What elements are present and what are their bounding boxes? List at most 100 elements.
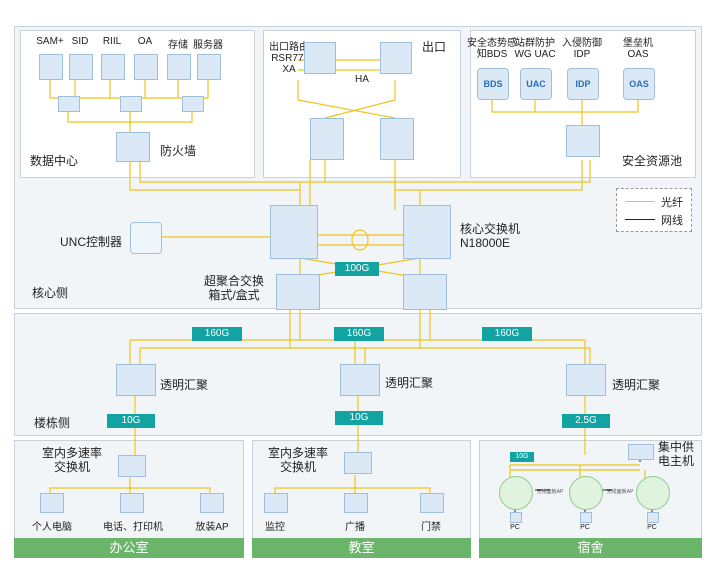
server-icon xyxy=(167,54,191,80)
core-switch-line: 核心交换机 xyxy=(460,222,521,236)
egress-router-line: 出口路由 xyxy=(269,42,309,53)
dorm-ap-icon xyxy=(636,476,670,510)
uplink-badge: 160G xyxy=(192,327,242,341)
security-appliance-icon: OAS xyxy=(623,68,655,100)
server-icon xyxy=(197,54,221,80)
ap-icon xyxy=(200,493,224,513)
access-control-icon xyxy=(420,493,444,513)
security-item-line: WG UAC xyxy=(514,49,556,60)
security-item-line: OAS xyxy=(627,49,649,60)
security-item-line: IDP xyxy=(573,49,591,60)
dorm-pc-icon xyxy=(647,512,659,523)
aggregation-label: 超聚合交换 箱式/盒式 xyxy=(204,274,264,302)
dorm-ap-icon xyxy=(569,476,603,510)
server-label: OA xyxy=(137,36,153,47)
downlink-badge: 10G xyxy=(107,414,155,428)
data-center-title: 数据中心 xyxy=(30,154,79,168)
unc-label: UNC控制器 xyxy=(60,235,122,249)
server-label: 服务器 xyxy=(193,40,223,51)
server-icon xyxy=(39,54,63,80)
dorm-ap-icon xyxy=(499,476,533,510)
ha-label: HA xyxy=(355,74,369,85)
server-icon xyxy=(101,54,125,80)
dorm-ap-label: 无线面板AP xyxy=(606,489,634,495)
broadcast-icon xyxy=(344,493,368,513)
security-item-line: 入侵防御 xyxy=(562,38,602,49)
legend-fiber-swatch xyxy=(625,201,655,202)
dorm-pc-icon xyxy=(510,512,522,523)
egress-router-label: 出口路由 RSR77- XA xyxy=(269,42,309,75)
aggregation-line: 箱式/盒式 xyxy=(208,288,260,302)
egress-router-line: XA xyxy=(282,64,296,75)
power-host-line: 集中供 xyxy=(658,440,695,454)
transparent-agg-icon xyxy=(566,364,606,396)
class-switch-icon xyxy=(344,452,372,474)
security-pool-title: 安全资源池 xyxy=(622,154,683,168)
server-label: SID xyxy=(71,36,89,47)
office-switch-line: 交换机 xyxy=(53,460,91,474)
downlink-badge: 2.5G xyxy=(562,414,610,428)
aggregation-switch-icon xyxy=(276,274,320,310)
office-switch-label: 室内多速率 交换机 xyxy=(42,446,102,474)
power-host-line: 电主机 xyxy=(658,454,695,468)
class-switch-line: 室内多速率 xyxy=(267,446,329,460)
pc-icon xyxy=(40,493,64,513)
switch-icon xyxy=(566,125,600,157)
office-switch-icon xyxy=(118,455,146,477)
dorm-pc-icon xyxy=(580,512,592,523)
switch-icon xyxy=(58,96,80,112)
security-item-label: 安全态势感知BDS xyxy=(467,38,517,60)
dorm-zone-bar: 宿舍 xyxy=(479,538,702,558)
core-link-badge: 100G xyxy=(335,262,379,276)
building-side-title: 楼栋侧 xyxy=(34,416,71,430)
downlink-badge: 10G xyxy=(335,411,383,425)
core-side-title: 核心侧 xyxy=(32,286,69,300)
classroom-zone-bar: 教室 xyxy=(252,538,471,558)
core-switch-icon xyxy=(403,205,451,259)
office-zone-bar: 办公室 xyxy=(14,538,244,558)
security-item-line: 知BDS xyxy=(476,49,508,60)
security-appliance-icon: IDP xyxy=(567,68,599,100)
dorm-pc-label: PC xyxy=(647,524,657,531)
switch-icon xyxy=(182,96,204,112)
dorm-pc-label: PC xyxy=(510,524,520,531)
security-item-line: 堡垒机 xyxy=(623,38,653,49)
agg-label: 透明汇聚 xyxy=(160,378,209,392)
uplink-badge: 160G xyxy=(482,327,532,341)
egress-box xyxy=(263,30,461,178)
office-switch-line: 室内多速率 xyxy=(41,446,103,460)
agg-label: 透明汇聚 xyxy=(385,376,434,390)
dorm-link-badge: 10G xyxy=(510,452,534,462)
aggregation-line: 超聚合交换 xyxy=(203,274,265,288)
server-label: SAM+ xyxy=(36,36,64,47)
aggregation-switch-icon xyxy=(403,274,447,310)
office-device-label: 放装AP xyxy=(195,522,229,533)
firewall-icon xyxy=(116,132,150,162)
class-switch-label: 室内多速率 交换机 xyxy=(268,446,328,474)
security-item-line: 站群防护 xyxy=(514,38,555,49)
core-switch-icon xyxy=(270,205,318,259)
server-label: 存储 xyxy=(168,40,188,51)
server-icon xyxy=(69,54,93,80)
unc-controller-icon xyxy=(130,222,162,254)
class-device-label: 广播 xyxy=(345,522,365,533)
egress-router-line: RSR77- xyxy=(271,53,307,64)
office-device-label: 个人电脑 xyxy=(32,522,72,533)
transparent-agg-icon xyxy=(116,364,156,396)
class-device-label: 监控 xyxy=(265,522,285,533)
camera-icon xyxy=(264,493,288,513)
legend-fiber-label: 光纤 xyxy=(661,197,683,209)
security-item-line: 安全态势感 xyxy=(467,38,517,49)
class-device-label: 门禁 xyxy=(421,522,441,533)
office-device-label: 电话、打印机 xyxy=(103,522,163,533)
phone-printer-icon xyxy=(120,493,144,513)
router-icon xyxy=(304,42,336,74)
poe-host-icon xyxy=(628,444,654,460)
egress-firewall-icon xyxy=(310,118,344,160)
firewall-label: 防火墙 xyxy=(160,144,197,158)
dorm-pc-label: PC xyxy=(580,524,590,531)
legend: 光纤 网线 xyxy=(616,188,692,232)
